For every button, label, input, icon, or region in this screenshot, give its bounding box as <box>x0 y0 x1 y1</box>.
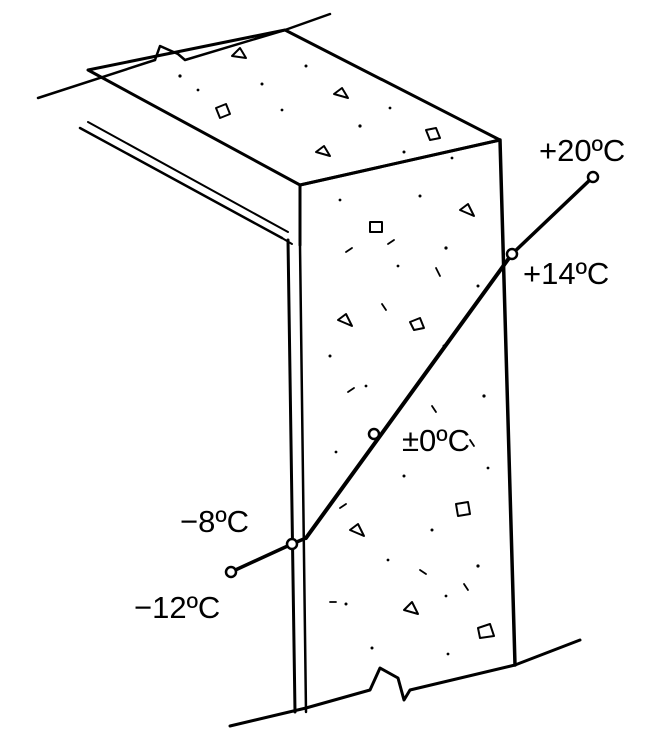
label-freezing-plane-temp: ±0ºC <box>402 423 470 458</box>
point-inner-air-marker <box>224 565 238 579</box>
wall-inner-face <box>281 237 308 714</box>
label-inner-air-temp: −12ºC <box>134 590 220 625</box>
point-outer-surface-marker <box>505 247 519 261</box>
label-outer-surface-temp: +14ºC <box>523 256 609 291</box>
point-outer-air-marker <box>586 170 600 184</box>
wall-front-face <box>228 138 582 728</box>
point-freezing-marker <box>367 427 381 441</box>
concrete-aggregate-texture <box>178 47 495 656</box>
upper-slab-outline <box>36 12 332 240</box>
label-outer-air-temp: +20ºC <box>539 133 625 168</box>
point-inner-surface-marker <box>285 537 299 551</box>
label-inner-surface-temp: −8ºC <box>180 504 249 539</box>
temperature-gradient-line <box>224 170 600 579</box>
